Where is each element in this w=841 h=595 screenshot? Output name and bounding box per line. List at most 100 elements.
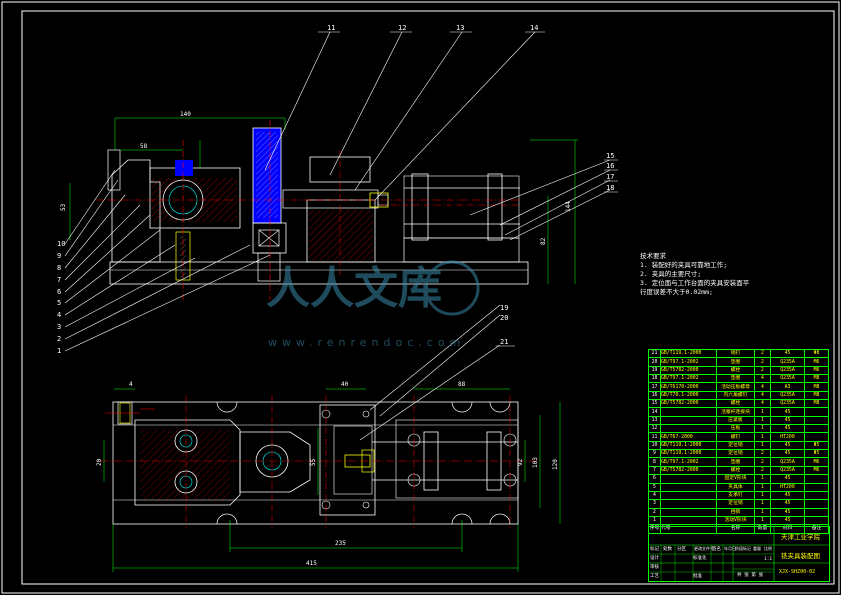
balloon-6: 6 — [57, 288, 61, 296]
bom-cell: M8 — [804, 382, 829, 392]
bom-cell: GB/T5782-2000 — [660, 399, 717, 409]
balloon-10: 10 — [57, 240, 65, 248]
bom-cell — [660, 407, 717, 417]
plan-view — [100, 388, 561, 572]
bom-cell: 2 — [754, 357, 771, 367]
bom-cell — [804, 482, 829, 492]
bom-cell: M6 — [804, 465, 829, 476]
bom-cell — [660, 424, 717, 434]
bom-cell — [660, 507, 717, 517]
bom-cell: 7 — [648, 465, 661, 476]
dim-103: 103 — [532, 457, 539, 468]
bom-cell: 1 — [754, 432, 771, 442]
bom-cell — [804, 474, 829, 484]
bom-cell: 19 — [648, 365, 661, 376]
title-block: 天津工业学院 铣夹具装配图 XJX-SHZ00-02 标记 处数 分区 更改文件… — [648, 526, 830, 582]
bom-cell: 垫圈 — [716, 374, 755, 384]
bom-cell: 活塞杆连接块 — [716, 407, 755, 417]
bom-cell — [804, 507, 829, 517]
bom-cell: 10 — [648, 440, 661, 451]
col-zone: 分区 — [677, 547, 686, 552]
role-review: 审核 — [650, 565, 659, 570]
bom-cell — [660, 515, 717, 526]
bom-cell: 1 — [754, 440, 771, 451]
bom-cell: 5 — [648, 482, 661, 492]
bom-cell: Φ5 — [804, 449, 829, 459]
role-process: 工艺 — [650, 574, 659, 579]
balloon-9: 9 — [57, 252, 61, 260]
bom-cell: Q235A — [770, 399, 805, 409]
bom-cell: 45 — [770, 440, 805, 451]
bom-cell: 垫圈 — [716, 457, 755, 467]
bom-cell: 1 — [754, 407, 771, 417]
bom-cell: 15 — [648, 399, 661, 409]
dim-235: 235 — [335, 540, 346, 547]
scale-value: 1:1 — [764, 557, 773, 562]
bom-cell: GB/T67-2000 — [660, 432, 717, 442]
bom-cell: 螺栓 — [716, 465, 755, 476]
bom-cell: 1 — [754, 482, 771, 492]
bom-cell: 45 — [770, 490, 805, 501]
bom-cell: 活动压板螺母 — [716, 382, 755, 392]
bom-cell: 1 — [754, 507, 771, 517]
balloon-4: 4 — [57, 311, 61, 319]
bom-cell: Φ5 — [804, 440, 829, 451]
balloon-1: 1 — [57, 347, 61, 355]
bom-cell: 45 — [770, 499, 805, 509]
dim-88: 88 — [458, 381, 466, 388]
dim-120: 120 — [552, 459, 559, 470]
bom-cell: 销钉 — [716, 348, 755, 359]
balloon-16: 16 — [606, 162, 614, 170]
bom-cell: M8 — [804, 374, 829, 384]
bom-cell: 16 — [648, 390, 661, 401]
bom-cell: 支承钉 — [716, 490, 755, 501]
bom-cell: 4 — [754, 374, 771, 384]
bom-cell: 定位销 — [716, 440, 755, 451]
bom-cell: Q235A — [770, 365, 805, 376]
bom-cell: 2 — [754, 449, 771, 459]
bom-cell: 1 — [754, 499, 771, 509]
balloon-15: 15 — [606, 152, 614, 160]
watermark-brand: 人人文库 — [266, 263, 442, 314]
col-count: 处数 — [663, 547, 672, 552]
bom-cell: 11 — [648, 432, 661, 442]
inner-border — [21, 10, 835, 585]
bom-cell: HT200 — [770, 482, 805, 492]
bom-cell: GB/T119.1-2000 — [660, 348, 717, 359]
balloon-20: 20 — [500, 314, 508, 322]
col-date: 年月日 — [724, 546, 736, 551]
bom-cell: 45 — [770, 507, 805, 517]
weight-label: 重量 — [753, 546, 761, 551]
bom-cell: 1 — [754, 515, 771, 526]
bom-cell: 备注 — [804, 524, 829, 534]
bom-cell — [804, 432, 829, 442]
bom-cell — [804, 415, 829, 426]
dim-144: 144 — [565, 201, 572, 212]
bom-cell: M8 — [804, 390, 829, 401]
bom-cell: 2 — [754, 348, 771, 359]
bom-cell: 2 — [754, 457, 771, 467]
dim-82: 82 — [540, 237, 547, 245]
bom-cell: 45 — [770, 415, 805, 426]
label-approve: 批准 — [693, 574, 702, 579]
bom-cell: M6 — [804, 457, 829, 467]
bom-cell: 8 — [648, 457, 661, 467]
bom-cell: 1 — [754, 415, 771, 426]
technical-requirements: 技术要求 1. 装配好的夹具可靠地工作; 2. 夹具的主要尺寸; 3. 定位面与… — [640, 252, 830, 297]
bom-cell: 定位销 — [716, 449, 755, 459]
bom-cell: Q235A — [770, 374, 805, 384]
bom-cell: A3 — [770, 382, 805, 392]
bom-cell: 45 — [770, 515, 805, 526]
bom-cell: M8 — [804, 399, 829, 409]
bom-cell: 3 — [648, 499, 661, 509]
